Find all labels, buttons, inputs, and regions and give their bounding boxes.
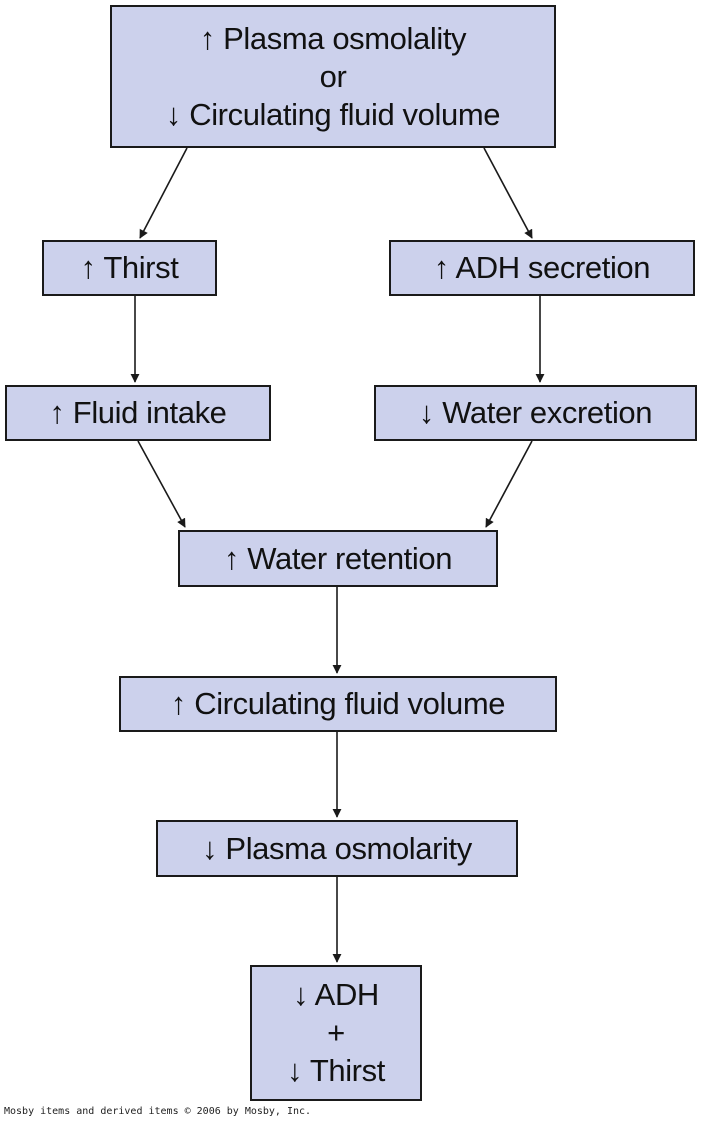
- node-end-line1: ↓ ADH: [293, 977, 379, 1012]
- node-adh-and-thirst-decrease: ↓ ADH + ↓ Thirst: [250, 965, 422, 1101]
- node-water-retention-label: ↑ Water retention: [223, 540, 453, 576]
- arrow-start-to-thirst: [139, 147, 188, 239]
- node-circulating-volume-label: ↑ Circulating fluid volume: [170, 686, 506, 721]
- node-start-line1: ↑ Plasma osmolality: [199, 20, 467, 56]
- arrow-fluid-intake-to-water-retention: [137, 440, 186, 528]
- node-start-line3: ↓ Circulating fluid volume: [165, 96, 501, 132]
- node-circulating-fluid-volume: ↑ Circulating fluid volume: [119, 676, 557, 732]
- node-water-retention: ↑ Water retention: [178, 530, 498, 587]
- node-end-line3: ↓ Thirst: [287, 1053, 385, 1088]
- arrow-start-to-adh-secretion: [483, 147, 533, 239]
- node-thirst-label: ↑ Thirst: [80, 250, 179, 285]
- node-adh-secretion: ↑ ADH secretion: [389, 240, 695, 296]
- node-start-line2: or: [319, 58, 347, 94]
- node-plasma-osmolarity: ↓ Plasma osmolarity: [156, 820, 518, 877]
- node-adh-secretion-label: ↑ ADH secretion: [433, 250, 651, 285]
- node-plasma-osmolarity-label: ↓ Plasma osmolarity: [202, 830, 472, 866]
- node-water-excretion: ↓ Water excretion: [374, 385, 697, 441]
- node-fluid-intake: ↑ Fluid intake: [5, 385, 271, 441]
- node-plasma-osmolality-or-fluid-volume: ↑ Plasma osmolality or ↓ Circulating flu…: [110, 5, 556, 148]
- copyright-credit: Mosby items and derived items © 2006 by …: [4, 1106, 312, 1117]
- node-water-excretion-label: ↓ Water excretion: [418, 395, 653, 430]
- node-end-line2: +: [327, 1015, 345, 1050]
- node-thirst: ↑ Thirst: [42, 240, 217, 296]
- node-fluid-intake-label: ↑ Fluid intake: [49, 395, 227, 430]
- arrow-water-excretion-to-water-retention: [485, 440, 533, 528]
